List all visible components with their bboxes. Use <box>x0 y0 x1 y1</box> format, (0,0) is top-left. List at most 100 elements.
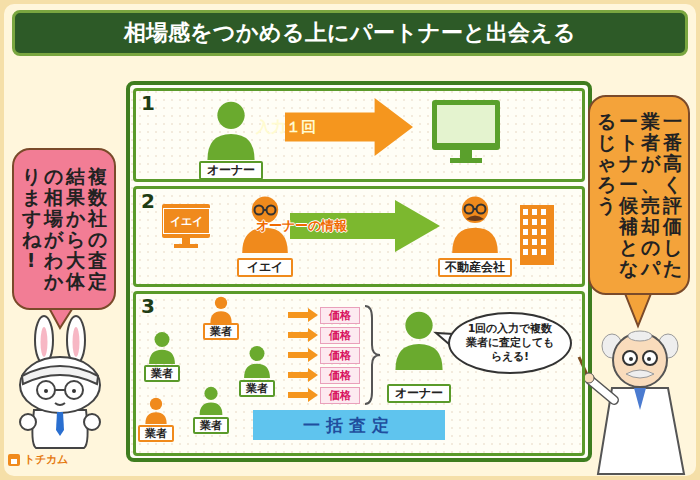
text-char: 結 <box>66 166 85 187</box>
text-char: ま <box>22 187 41 208</box>
text-char: ト <box>619 132 638 153</box>
text-char: ね <box>22 229 41 250</box>
text-char: す <box>22 208 41 229</box>
speech-bubble: 一番高く評価した業者が、売却のパートナー候補となるじゃろう <box>588 95 690 295</box>
text-char: パ <box>641 258 660 279</box>
role-label: 業者 <box>144 365 180 382</box>
node-text: イエイ <box>247 259 283 276</box>
step-panel: 1 オーナー 入力１回 <box>133 88 585 182</box>
text-char: 相 <box>44 187 63 208</box>
node-text: オーナーの情報 <box>256 217 347 235</box>
price-tag: 価格 <box>320 387 360 404</box>
node-text: 1回の入力で複数業者に査定してもらえる! <box>464 322 556 364</box>
text-char: 定 <box>88 271 107 292</box>
text-char: 果 <box>66 187 85 208</box>
role-label: 業者 <box>239 380 275 397</box>
node-text: 業者 <box>151 366 173 381</box>
text-char: る <box>597 111 616 132</box>
text-char: 社 <box>88 208 107 229</box>
text-char: た <box>663 258 682 279</box>
text-char: 評 <box>663 195 682 216</box>
text-char: が <box>44 229 63 250</box>
text-char: じ <box>597 132 616 153</box>
node-text: 複数社の査定結果から大体の相場がわかりますね! <box>20 166 108 292</box>
text-char: ー <box>619 174 638 195</box>
role-label: オーナー <box>199 161 263 180</box>
text-char: 体 <box>66 271 85 292</box>
node-text: 業者 <box>210 324 232 339</box>
step-number: 1 <box>141 91 155 115</box>
step-panel: 2イエイイエイオーナーの情報不動産会社 <box>133 186 585 287</box>
text-char: 業 <box>641 111 660 132</box>
band-label: 一括査定 <box>253 410 445 440</box>
node-text: 価格 <box>329 388 351 403</box>
text-char: わ <box>44 250 63 271</box>
text-char: 一 <box>663 111 682 132</box>
price-tag: 価格 <box>320 347 360 364</box>
text-char: ゃ <box>597 153 616 174</box>
node-text: 価格 <box>329 348 351 363</box>
text-char: 数 <box>88 187 107 208</box>
role-label: オーナー <box>387 384 451 403</box>
text-char: の <box>44 166 63 187</box>
text-char: が <box>641 153 660 174</box>
text-char: 場 <box>44 208 63 229</box>
text-char: 査 <box>88 250 107 271</box>
node-text: オーナー <box>207 162 255 179</box>
node-text: 不動産会社 <box>445 259 505 276</box>
step-number: 3 <box>141 294 155 318</box>
price-tag: 価格 <box>320 367 360 384</box>
text-char: 高 <box>663 153 682 174</box>
text-char: か <box>44 271 63 292</box>
text-char: 者 <box>641 132 660 153</box>
node-text: 価格 <box>329 308 351 323</box>
speech-bubble: 複数社の査定結果から大体の相場がわかりますね! <box>12 148 116 310</box>
text-char: か <box>66 208 85 229</box>
text-char: 補 <box>619 216 638 237</box>
node-text: 業者 <box>246 381 268 396</box>
text-char: 売 <box>641 195 660 216</box>
text-char: ら <box>66 229 85 250</box>
arrow-box: 入力１回 <box>285 98 413 156</box>
text-char: な <box>619 258 638 279</box>
role-label: 不動産会社 <box>438 258 512 277</box>
text-char: 候 <box>619 195 638 216</box>
text-char: 価 <box>663 216 682 237</box>
text-char: ナ <box>619 153 638 174</box>
role-label: 業者 <box>203 323 239 340</box>
text-char: く <box>663 174 682 195</box>
text-char: 番 <box>663 132 682 153</box>
text-char: 却 <box>641 216 660 237</box>
speech-bubble: 1回の入力で複数業者に査定してもらえる! <box>448 312 572 374</box>
arrow-box: オーナーの情報 <box>290 200 440 252</box>
text-char: り <box>22 166 41 187</box>
node-text: 入力１回 <box>256 118 316 137</box>
step-panel: 3業者業者業者業者業者価格価格価格価格価格オーナー1回の入力で複数業者に査定して… <box>133 291 585 456</box>
node-text: 一括査定 <box>303 414 395 437</box>
price-tag: 価格 <box>320 307 360 324</box>
text-char: の <box>88 229 107 250</box>
text-char: と <box>619 237 638 258</box>
node-text: 業者 <box>145 426 167 441</box>
node-text: 価格 <box>329 368 351 383</box>
step-number: 2 <box>141 189 155 213</box>
text-char: ろ <box>597 174 616 195</box>
node-text: 一番高く評価した業者が、売却のパートナー候補となるじゃろう <box>595 111 683 279</box>
monitor-screen: イエイ <box>163 208 210 234</box>
text-char: う <box>597 195 616 216</box>
text-char: し <box>663 237 682 258</box>
price-tag: 価格 <box>320 327 360 344</box>
title-bar: 相場感をつかめる上にパートナーと出会える <box>12 10 688 56</box>
node-text: 業者 <box>200 418 222 433</box>
node-text: オーナー <box>395 385 443 402</box>
text-char: の <box>641 237 660 258</box>
node-text: 価格 <box>329 328 351 343</box>
text-char: ! <box>22 250 41 271</box>
text-char: 、 <box>641 174 660 195</box>
node-text: イエイ <box>170 214 203 229</box>
watermark-logo: トチカム <box>24 452 68 467</box>
role-label: 業者 <box>193 417 229 434</box>
text-char: 複 <box>88 166 107 187</box>
text-char: 大 <box>66 250 85 271</box>
